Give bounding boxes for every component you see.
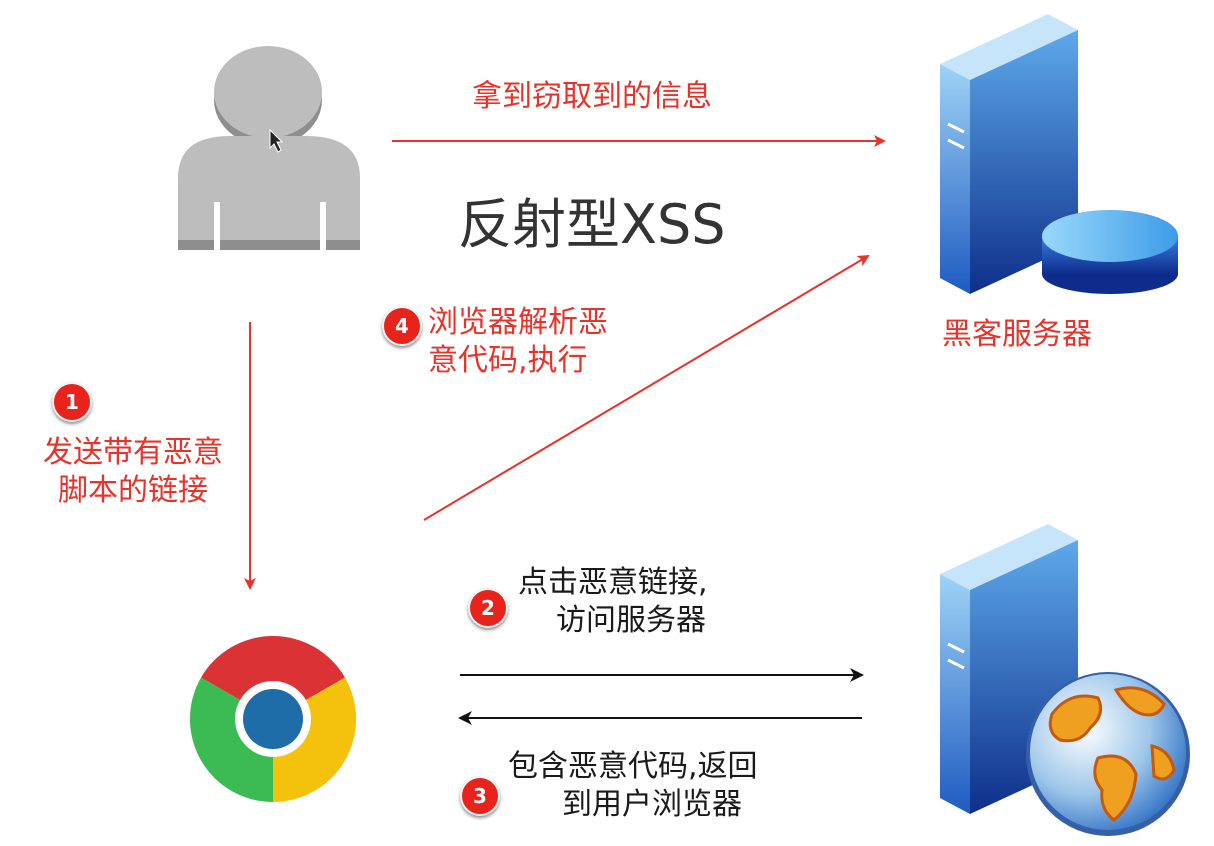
step3-line2: 到用户浏览器 xyxy=(562,787,742,822)
step4-label: 浏览器解析恶 意代码,执行 xyxy=(428,304,608,380)
chrome-browser-icon xyxy=(189,636,357,802)
step3-line1: 包含恶意代码,返回 xyxy=(508,749,758,784)
step4-line2: 意代码,执行 xyxy=(428,343,588,378)
step3-label: 包含恶意代码,返回 到用户浏览器 xyxy=(508,748,758,824)
top-arrow-label: 拿到窃取到的信息 xyxy=(472,79,712,114)
step1-badge: 1 xyxy=(52,382,92,422)
step2-line2: 访问服务器 xyxy=(556,603,706,638)
step3-badge: 3 xyxy=(460,776,500,816)
arrow-step4-diagonal xyxy=(423,254,870,521)
step2-badge: 2 xyxy=(468,588,508,628)
step4-badge: 4 xyxy=(382,306,422,346)
server-database-icon xyxy=(940,14,1178,294)
step2-label: 点击恶意链接, 访问服务器 xyxy=(518,564,708,640)
user-silhouette-icon xyxy=(178,46,360,250)
step1-line2: 脚本的链接 xyxy=(58,473,208,508)
step1-line1: 发送带有恶意 xyxy=(43,435,223,470)
step2-line1: 点击恶意链接, xyxy=(518,565,708,600)
server-globe-icon xyxy=(940,524,1190,836)
step4-line1: 浏览器解析恶 xyxy=(428,305,608,340)
diagram-title: 反射型XSS xyxy=(458,193,726,256)
hacker-server-label: 黑客服务器 xyxy=(942,317,1092,352)
step1-label: 发送带有恶意 脚本的链接 xyxy=(18,434,248,510)
